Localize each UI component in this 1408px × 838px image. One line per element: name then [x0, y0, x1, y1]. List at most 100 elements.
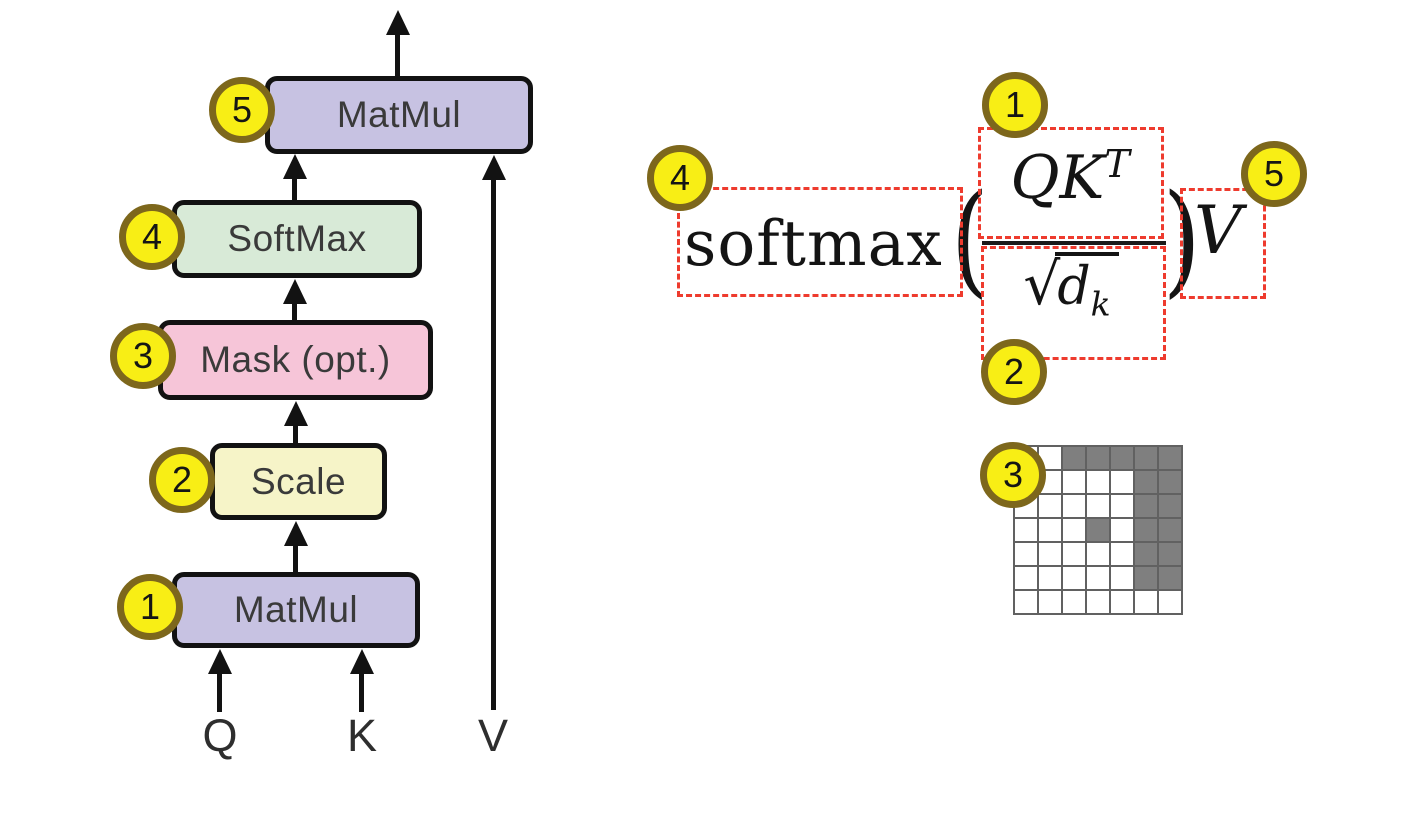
step-badge-number: 2 — [171, 459, 193, 500]
flow-block-label: MatMul — [336, 94, 462, 135]
formula-badge-5: 5 — [1241, 141, 1307, 207]
mask-cell — [1014, 542, 1038, 566]
mask-cell — [1110, 542, 1134, 566]
mask-cell — [1086, 590, 1110, 614]
mask-cell — [1062, 446, 1086, 470]
formula-softmax-text: softmax — [684, 207, 943, 280]
scale-to-mask-arrow-line — [293, 418, 298, 443]
mask-cell — [1062, 566, 1086, 590]
step-badge-1: 1 — [117, 574, 183, 640]
mask-cell — [1014, 518, 1038, 542]
mask-cell — [1086, 542, 1110, 566]
step-badge-5: 5 — [209, 77, 275, 143]
formula-denominator: √dk — [975, 250, 1167, 327]
mask-cell — [1062, 494, 1086, 518]
step-badge-4: 4 — [119, 204, 185, 270]
formula-numerator: QKT — [978, 142, 1162, 213]
step-badge-number: 4 — [141, 216, 163, 257]
mask-to-softmax-arrow-line — [292, 296, 297, 320]
mask-cell — [1086, 518, 1110, 542]
mask-cell — [1158, 518, 1182, 542]
mask-cell — [1086, 446, 1110, 470]
formula-k-sub: k — [1090, 284, 1111, 324]
mask-cell — [1110, 446, 1134, 470]
step-badge-number: 1 — [139, 586, 161, 627]
input-label-k: K — [346, 710, 377, 761]
mask-cell — [1086, 566, 1110, 590]
formula-badge-1: 1 — [982, 72, 1048, 138]
formula-qk: QK — [1010, 143, 1105, 213]
k-input-arrow-line — [359, 666, 364, 712]
flow-block-label: SoftMax — [227, 218, 367, 259]
formula-badge-number: 2 — [1003, 351, 1025, 392]
flow-block-softmax: SoftMax — [172, 200, 422, 278]
mask-cell — [1110, 494, 1134, 518]
mask-cell — [1086, 494, 1110, 518]
mask-cell — [1134, 518, 1158, 542]
formula-d: d — [1057, 257, 1091, 317]
annotation-box-denominator — [981, 246, 1166, 360]
radical-sign: √ — [1023, 250, 1061, 318]
mask-badge-number: 3 — [1002, 454, 1024, 495]
step-badge-number: 5 — [231, 89, 253, 130]
mask-cell — [1038, 542, 1062, 566]
v-input-arrow-line — [491, 173, 496, 710]
mask-cell — [1038, 494, 1062, 518]
mask-cell — [1134, 566, 1158, 590]
formula-transpose-sup: T — [1104, 142, 1130, 186]
flow-block-mask: Mask (opt.) — [158, 320, 433, 400]
mask-cell — [1014, 590, 1038, 614]
mask-cell — [1158, 542, 1182, 566]
annotation-box-value — [1180, 188, 1266, 299]
step-badge-3: 3 — [110, 323, 176, 389]
formula-value-v: V — [1194, 192, 1242, 269]
mask-cell — [1062, 590, 1086, 614]
mask-cell — [1062, 518, 1086, 542]
mask-cell — [1110, 566, 1134, 590]
mask-cell — [1062, 470, 1086, 494]
formula-dk: dk — [1055, 252, 1119, 327]
mask-matrix-grid — [1013, 445, 1183, 615]
annotation-box-softmax — [677, 187, 963, 297]
mask-cell — [1158, 470, 1182, 494]
mask-cell — [1158, 590, 1182, 614]
formula-badge-number: 4 — [669, 157, 691, 198]
mask-cell — [1038, 566, 1062, 590]
mask-cell — [1038, 590, 1062, 614]
flow-block-label: Mask (opt.) — [200, 339, 391, 380]
mask-badge-3: 3 — [980, 442, 1046, 508]
output-arrow-line — [395, 30, 400, 78]
mask-cell — [1134, 494, 1158, 518]
mask-cell — [1158, 566, 1182, 590]
mask-cell — [1158, 494, 1182, 518]
flow-block-label: MatMul — [233, 589, 359, 630]
mask-cell — [1086, 470, 1110, 494]
mask-cell — [1110, 470, 1134, 494]
mask-cell — [1134, 590, 1158, 614]
formula-badge-number: 5 — [1263, 153, 1285, 194]
mask-cell — [1062, 542, 1086, 566]
mask-cell — [1134, 470, 1158, 494]
input-label-q: Q — [202, 710, 238, 761]
formula-badge-4: 4 — [647, 145, 713, 211]
mask-cell — [1110, 590, 1134, 614]
formula-badge-number: 1 — [1004, 84, 1026, 125]
mask-cell — [1134, 446, 1158, 470]
flow-block-label: Scale — [250, 460, 347, 502]
mask-cell — [1038, 518, 1062, 542]
flow-block-matmul-final: MatMul — [265, 76, 533, 154]
flow-block-scale: Scale — [210, 443, 387, 520]
mask-cell — [1110, 518, 1134, 542]
step-badge-2: 2 — [149, 447, 215, 513]
mask-cell — [1158, 446, 1182, 470]
matmul-to-scale-arrow-line — [293, 538, 298, 572]
mask-cell — [1134, 542, 1158, 566]
formula-badge-2: 2 — [981, 339, 1047, 405]
input-label-v: V — [477, 710, 508, 761]
mask-cell — [1014, 566, 1038, 590]
q-input-arrow-line — [217, 666, 222, 712]
formula-fraction-bar — [982, 241, 1166, 245]
annotation-box-numerator — [978, 127, 1164, 239]
softmax-to-matmul-arrow-line — [292, 172, 297, 200]
step-badge-number: 3 — [132, 335, 154, 376]
